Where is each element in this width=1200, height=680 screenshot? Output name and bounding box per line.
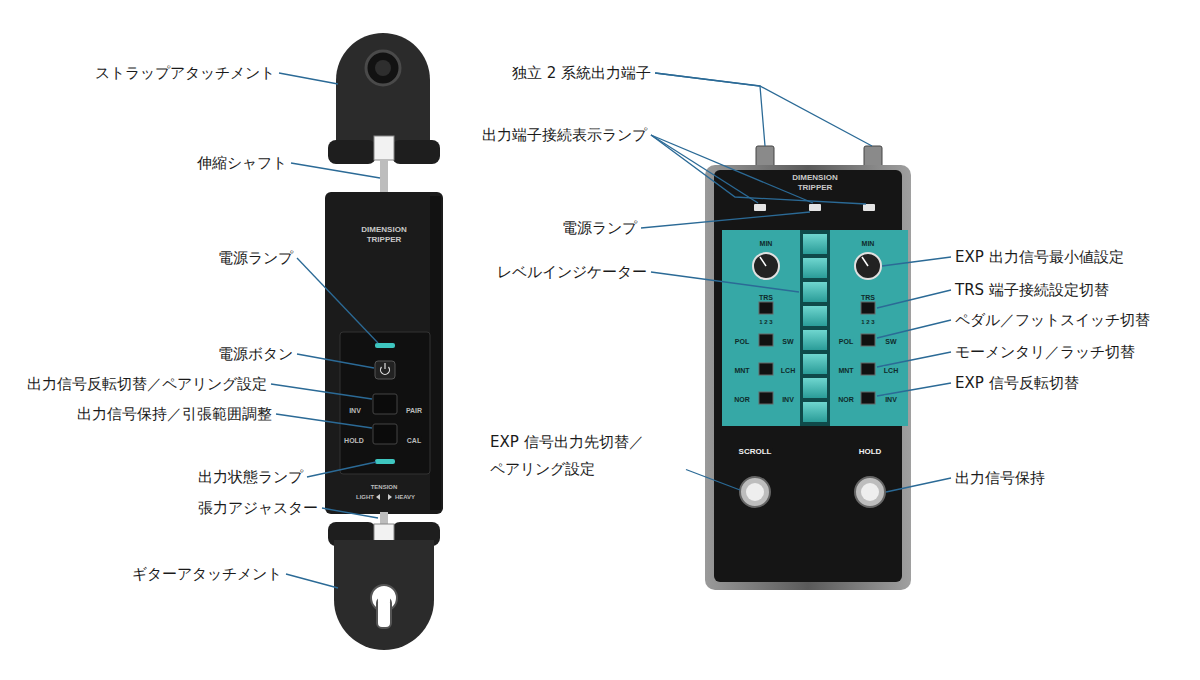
leader-line: [322, 508, 378, 518]
device-marking: SCROLL: [738, 448, 773, 456]
leader-line: [655, 73, 872, 146]
device-marking: SW: [884, 338, 897, 345]
leader-line: [276, 414, 372, 428]
device-marking: POL: [838, 338, 854, 345]
leader-line: [651, 272, 799, 292]
leader-line: [307, 462, 376, 477]
device-marking: MIN: [861, 240, 876, 247]
callout-label: 電源ランプ: [218, 249, 293, 267]
device-marking: INV: [884, 396, 898, 403]
device-marking: TRS: [860, 294, 876, 301]
callout-label: ペダル／フットスイッチ切替: [955, 311, 1150, 329]
device-marking: DIMENSION: [791, 174, 838, 182]
callout-label: 出力信号反転切替／ペアリング設定: [27, 375, 267, 393]
callout-label: 出力状態ランプ: [198, 468, 303, 486]
device-marking: LIGHT: [355, 494, 375, 500]
device-marking: SW: [781, 338, 794, 345]
device-marking: HEAVY: [394, 494, 416, 500]
device-marking: HOLD: [343, 437, 365, 444]
callout-label: TRS 端子接続設定切替: [955, 281, 1109, 299]
leader-line: [651, 135, 866, 204]
leader-line: [271, 384, 372, 399]
device-marking: MIN: [759, 240, 774, 247]
leader-line: [651, 135, 758, 203]
device-marking: TRS: [758, 294, 774, 301]
callout-label: 張力アジャスター: [198, 499, 318, 517]
leader-line: [297, 354, 374, 368]
device-marking: PAIR: [405, 407, 423, 414]
leader-line: [886, 478, 951, 492]
leader-line: [882, 257, 951, 266]
callout-label: モーメンタリ／ラッチ切替: [955, 343, 1135, 361]
leader-line: [279, 73, 338, 84]
device-marking: INV: [781, 396, 795, 403]
device-marking: 1 2 3: [860, 319, 875, 325]
leader-line: [297, 258, 378, 343]
device-marking: LCH: [780, 367, 796, 374]
callout-label: 出力信号保持／引張範囲調整: [77, 405, 272, 423]
callout-label: EXP 信号反転切替: [955, 374, 1079, 392]
leader-line: [291, 163, 380, 178]
leader-line: [286, 574, 338, 588]
device-marking: HOLD: [858, 448, 883, 456]
callout-label: ストラップアタッチメント: [95, 64, 275, 82]
callout-label: 電源ボタン: [218, 345, 293, 363]
leader-line: [877, 352, 951, 367]
leader-line: [877, 383, 951, 396]
callout-label: 出力端子接続表示ランプ: [482, 126, 647, 144]
device-marking: NOR: [837, 396, 855, 403]
callout-label: 出力信号保持: [955, 469, 1045, 487]
leader-line: [686, 470, 740, 491]
leader-line: [641, 212, 810, 228]
callout-label: EXP 信号出力先切替／ ペアリング設定: [490, 429, 682, 483]
device-marking: TENSION: [370, 484, 399, 490]
device-marking: 1 2 3: [758, 319, 773, 325]
device-marking: MNT: [837, 367, 854, 374]
device-marking: DIMENSION: [360, 226, 407, 234]
callout-label: EXP 出力信号最小値設定: [955, 248, 1124, 266]
device-marking: TRIPPER: [366, 236, 403, 244]
callout-label: レベルインジケーター: [497, 263, 647, 281]
callout-label: 伸縮シャフト: [197, 154, 287, 172]
leader-line: [877, 290, 951, 308]
device-marking: INV: [348, 407, 362, 414]
callout-label: 電源ランプ: [562, 219, 637, 237]
callout-label: ギターアタッチメント: [132, 565, 282, 583]
device-marking: NOR: [733, 396, 751, 403]
device-marking: POL: [734, 338, 750, 345]
device-marking: MNT: [733, 367, 750, 374]
device-marking: CAL: [406, 437, 422, 444]
device-marking: TRIPPER: [797, 184, 834, 192]
leader-line: [651, 135, 813, 203]
device-marking: LCH: [883, 367, 899, 374]
leader-line: [877, 320, 951, 338]
callout-label: 独立 2 系統出力端子: [512, 64, 651, 82]
